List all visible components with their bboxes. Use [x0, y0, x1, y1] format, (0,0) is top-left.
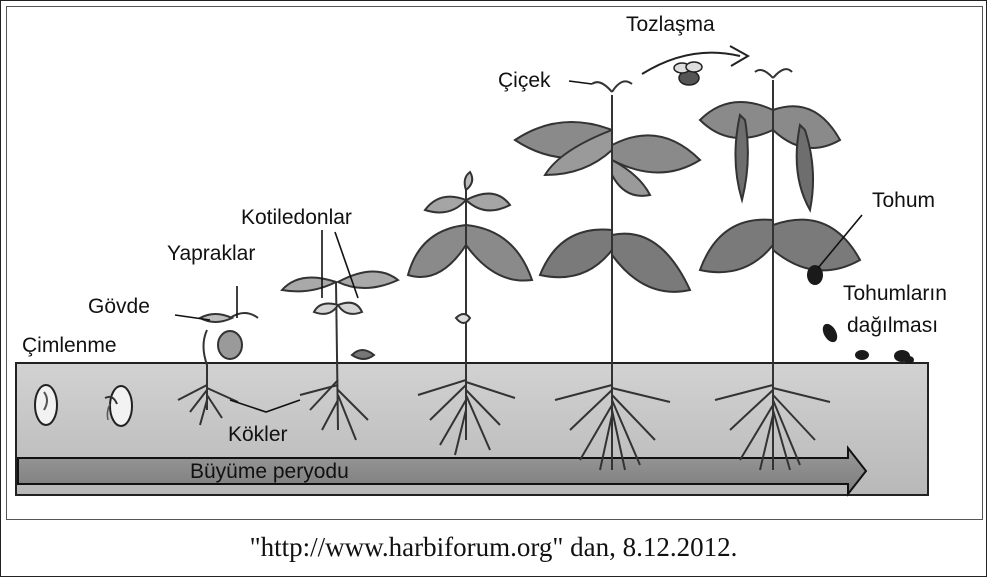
label-flower: Çiçek [498, 70, 551, 91]
label-seed-dispersal-line2: dağılması [847, 314, 938, 338]
label-germination: Çimlenme [22, 335, 117, 356]
label-roots: Kökler [228, 424, 288, 445]
label-stem: Gövde [88, 296, 150, 317]
label-pollination: Tozlaşma [626, 14, 715, 35]
germinating-seed-1 [35, 385, 57, 425]
growth-period-label: Büyüme peryodu [190, 460, 349, 484]
label-seed-dispersal-line1: Tohumların [843, 282, 947, 306]
pollinator-bee-icon [674, 62, 702, 85]
label-cotyledons: Kotiledonlar [241, 207, 352, 228]
source-caption: "http://www.harbiforum.org" dan, 8.12.20… [0, 520, 987, 575]
label-seed: Tohum [872, 190, 935, 211]
label-leaves: Yapraklar [167, 243, 255, 264]
